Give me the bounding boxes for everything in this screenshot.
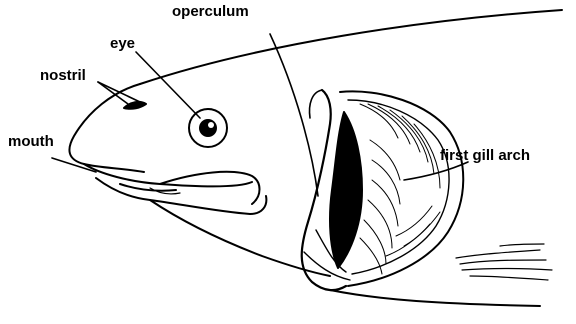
dorsal-outline (140, 10, 562, 84)
label-mouth: mouth (8, 134, 54, 149)
belly-outline (330, 290, 540, 306)
gill-arch-leader (404, 162, 468, 180)
label-nostril: nostril (40, 68, 86, 83)
label-operculum: operculum (172, 4, 249, 19)
gill-chamber (330, 112, 362, 268)
operculum-leader (270, 34, 318, 196)
eye-leader (136, 52, 200, 118)
nostril-leader-a (98, 82, 128, 104)
head-outline (69, 84, 144, 172)
maxilla-line (160, 172, 260, 204)
pectoral-fin (456, 244, 552, 280)
label-eye: eye (110, 36, 135, 51)
label-first-gill-arch: first gill arch (440, 148, 530, 163)
lower-jaw (96, 178, 266, 214)
eye-pupil (199, 119, 217, 137)
